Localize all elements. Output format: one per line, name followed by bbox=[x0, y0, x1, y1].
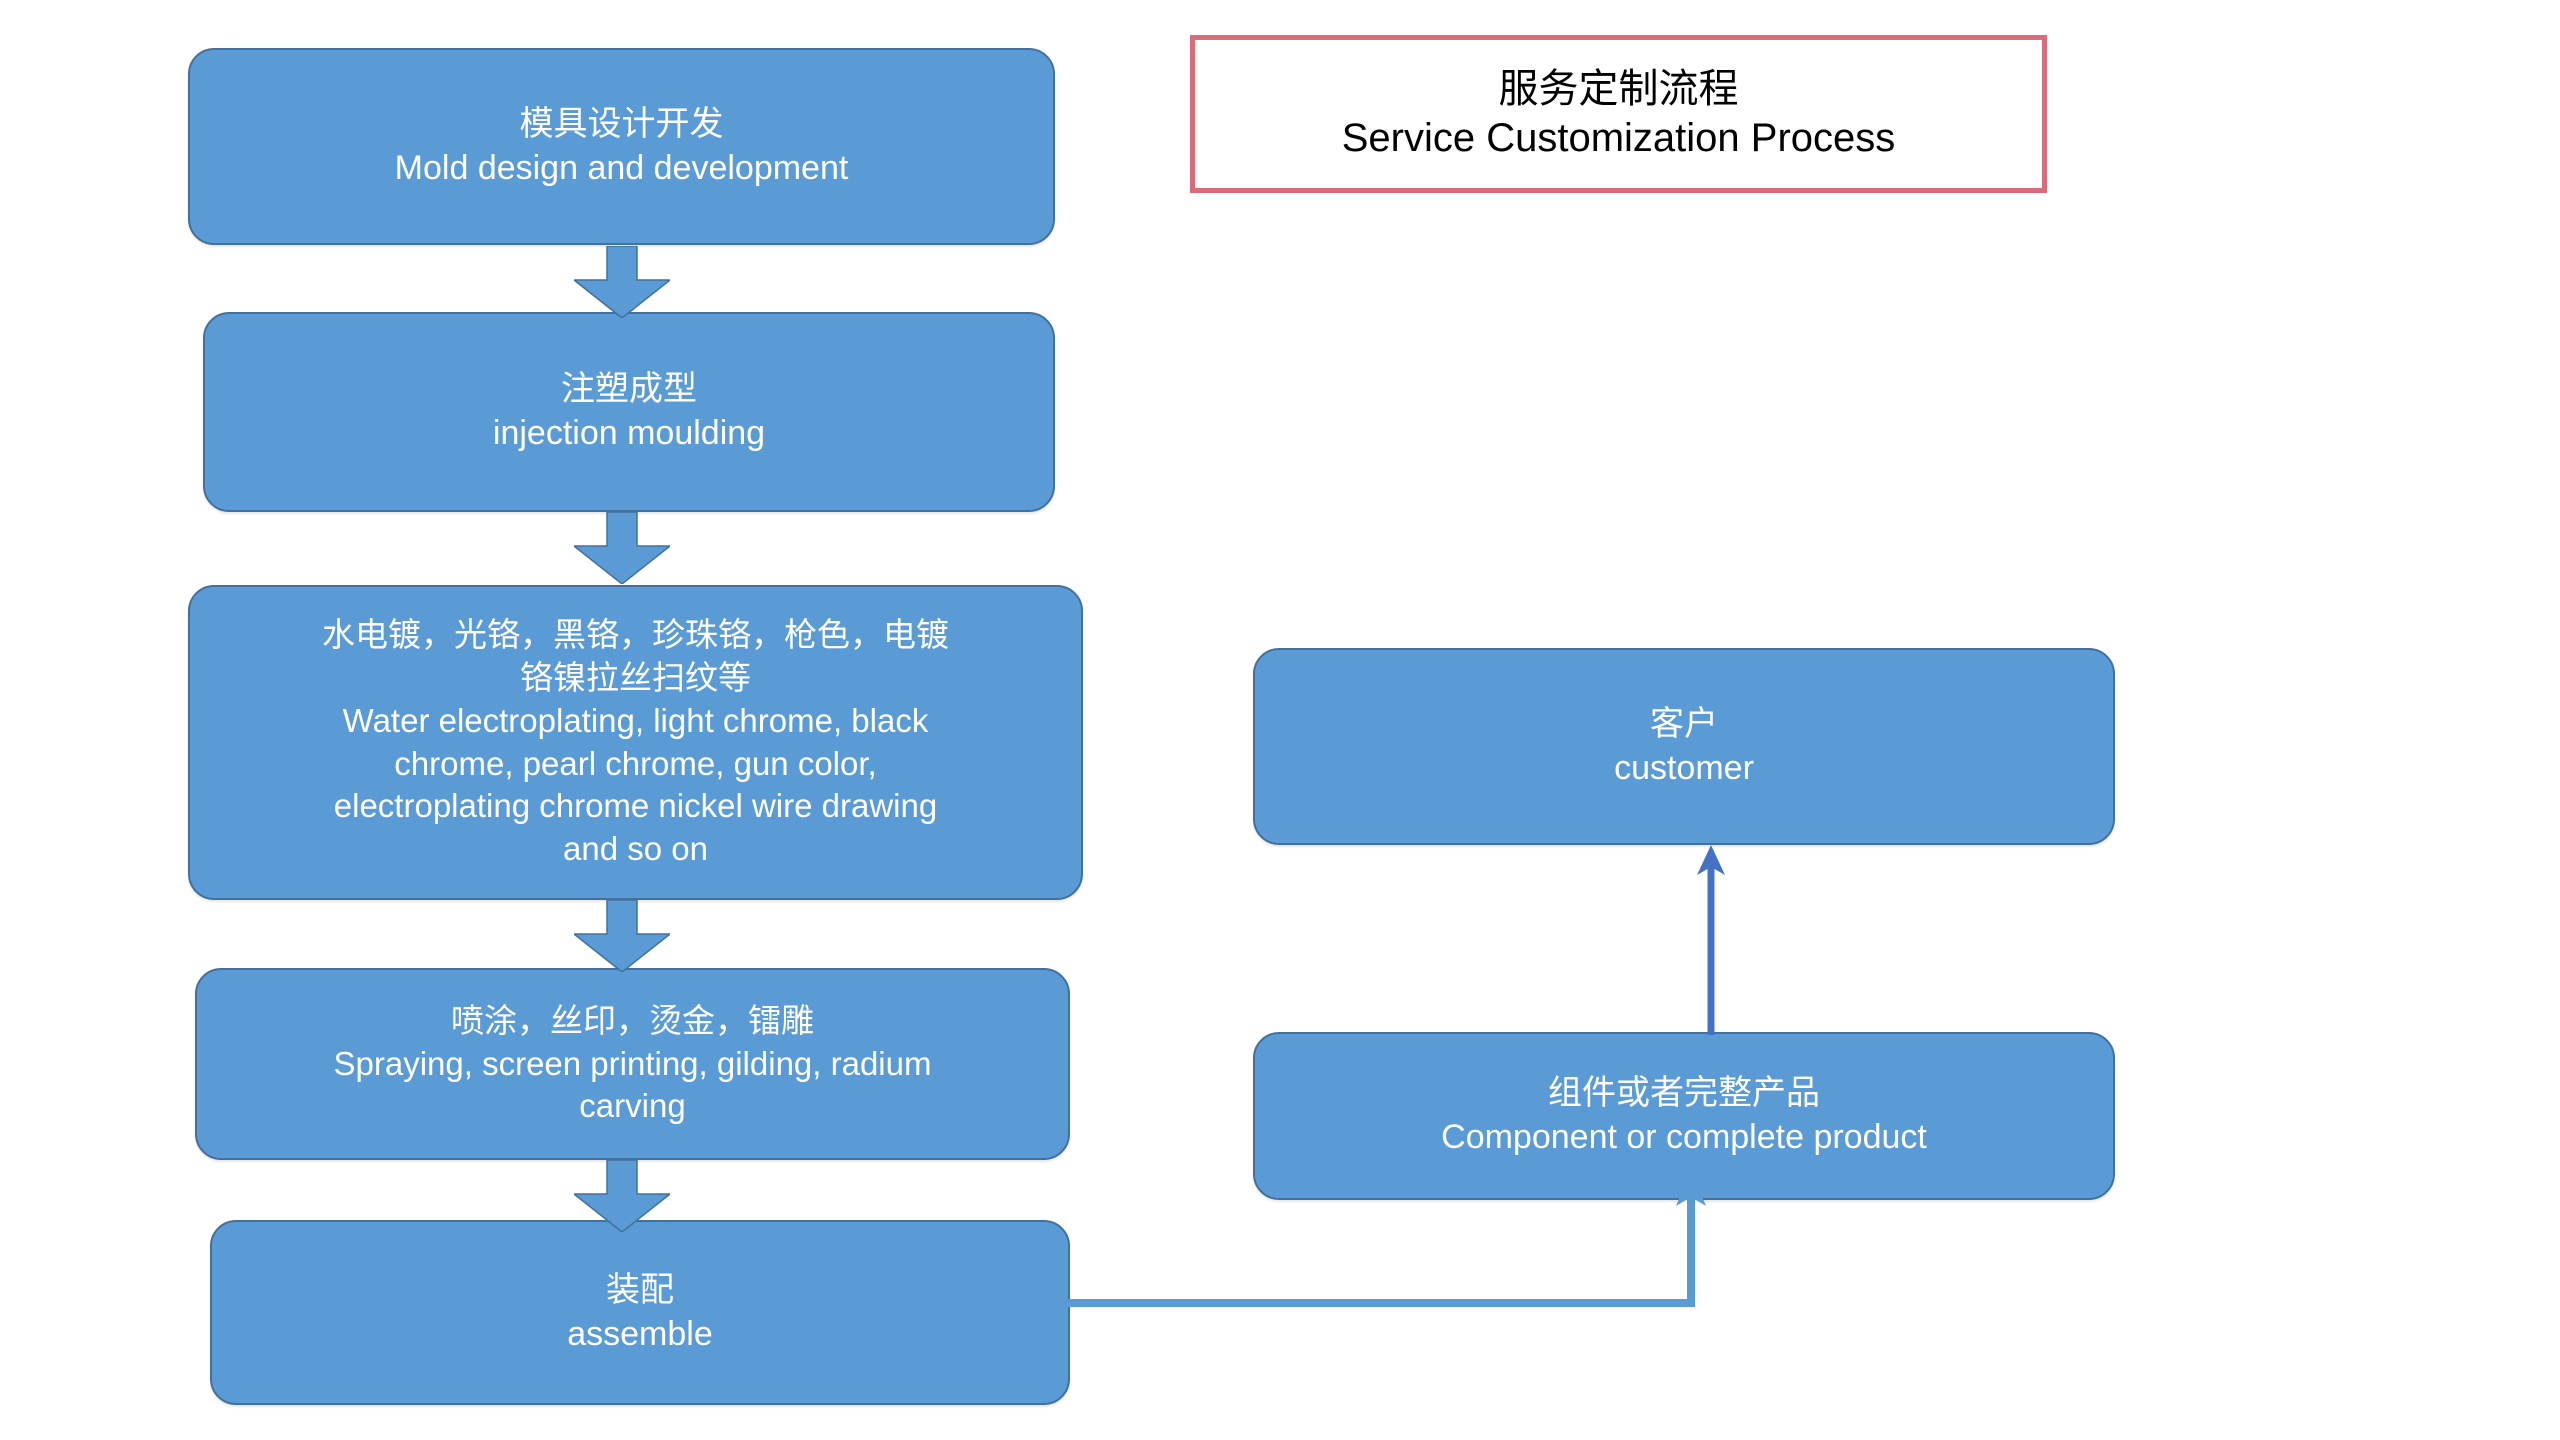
node-label-en: injection moulding bbox=[492, 414, 766, 452]
node-label-cn: 组件或者完整产品 bbox=[1548, 1074, 1820, 1113]
arrow-down-icon-mold-to-injection bbox=[574, 246, 670, 318]
node-label-en: customer bbox=[1614, 748, 1754, 787]
node-label-cn-line-1: 水电镀，光铬，黑铬，珍珠铬，枪色，电镀 bbox=[322, 615, 949, 653]
arrow-elbow-icon-assemble-to-component bbox=[1060, 1170, 1760, 1345]
node-label-cn-line-2: 铬镍拉丝扫纹等 bbox=[520, 658, 751, 696]
arrow-down-icon-injection-to-plating bbox=[574, 512, 670, 584]
process-node-customer[interactable]: 客户 customer bbox=[1253, 648, 2115, 845]
diagram-title-box: 服务定制流程 Service Customization Process bbox=[1190, 35, 2047, 193]
node-label-en: Component or complete product bbox=[1441, 1118, 1927, 1156]
node-label-en-line-2: chrome, pearl chrome, gun color, bbox=[394, 744, 877, 782]
node-label-en-line-3: electroplating chrome nickel wire drawin… bbox=[333, 787, 938, 825]
diagram-title-cn: 服务定制流程 bbox=[1498, 67, 1739, 112]
node-label-en: assemble bbox=[567, 1314, 713, 1353]
process-node-assemble[interactable]: 装配 assemble bbox=[210, 1220, 1070, 1405]
node-label-cn: 模具设计开发 bbox=[519, 104, 724, 143]
process-node-spraying[interactable]: 喷涂，丝印，烫金，镭雕 Spraying, screen printing, g… bbox=[195, 968, 1070, 1160]
node-label-en-line-4: and so on bbox=[563, 830, 708, 868]
node-label-cn: 装配 bbox=[606, 1270, 674, 1309]
node-label-cn: 客户 bbox=[1650, 704, 1718, 743]
node-label-en: Mold design and development bbox=[394, 148, 849, 187]
arrow-down-icon-plating-to-spraying bbox=[574, 900, 670, 972]
process-node-component-or-product[interactable]: 组件或者完整产品 Component or complete product bbox=[1253, 1032, 2115, 1200]
arrow-down-icon-spraying-to-assemble bbox=[574, 1160, 670, 1232]
node-label-cn-line-1: 喷涂，丝印，烫金，镭雕 bbox=[451, 1001, 814, 1039]
node-label-en-line-1: Water electroplating, light chrome, blac… bbox=[342, 701, 929, 739]
node-label-en-line-2: carving bbox=[579, 1087, 686, 1125]
node-label-en-line-1: Spraying, screen printing, gilding, radi… bbox=[333, 1044, 932, 1082]
node-label-cn: 注塑成型 bbox=[561, 370, 697, 409]
process-node-mold-design[interactable]: 模具设计开发 Mold design and development bbox=[188, 48, 1055, 245]
process-node-injection-moulding[interactable]: 注塑成型 injection moulding bbox=[203, 312, 1055, 512]
arrow-up-icon-component-to-customer bbox=[1690, 845, 1732, 1035]
process-node-electroplating[interactable]: 水电镀，光铬，黑铬，珍珠铬，枪色，电镀 铬镍拉丝扫纹等 Water electr… bbox=[188, 585, 1083, 900]
diagram-title-en: Service Customization Process bbox=[1341, 116, 1896, 160]
